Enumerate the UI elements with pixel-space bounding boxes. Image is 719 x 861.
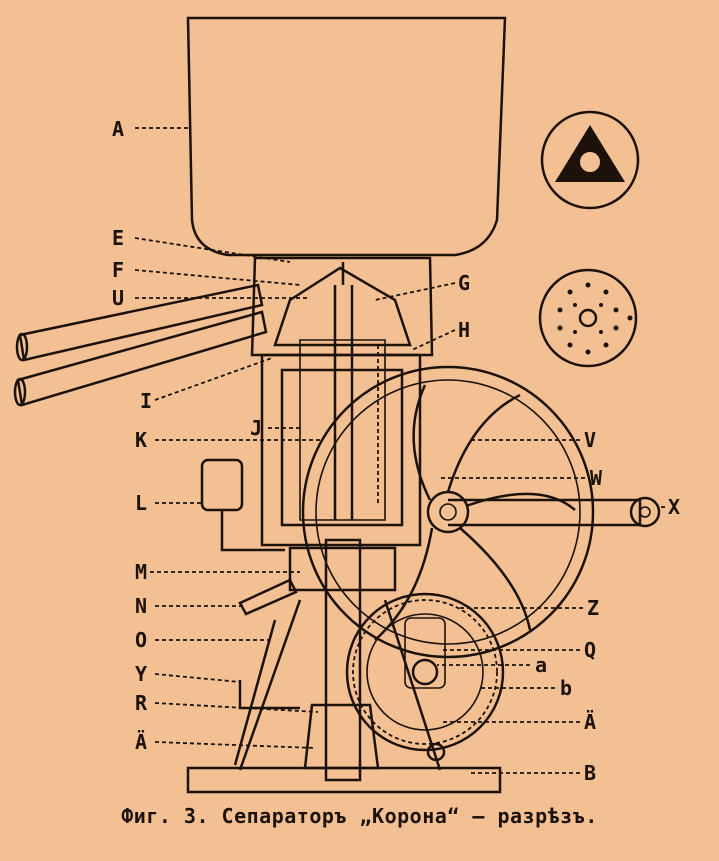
wheel-spoke-1: [446, 393, 521, 493]
label-a: a: [535, 653, 547, 677]
neck-bearing: [288, 546, 397, 592]
perforation-dots: [557, 282, 633, 355]
gear-wheel-teeth: [352, 599, 498, 745]
label-R: R: [135, 691, 148, 715]
oil-pipe: [220, 510, 285, 552]
label-b: b: [560, 676, 572, 700]
gear-slot: [404, 617, 446, 689]
oil-cup: [200, 458, 244, 512]
crank-handle: [629, 496, 661, 528]
label-B: B: [584, 761, 596, 785]
label-A-umlaut-right: Ä: [584, 710, 596, 734]
cream-outlet-pipe: [18, 283, 264, 362]
gear-wheel-outer: [345, 592, 505, 752]
drum-insert: [299, 339, 386, 521]
cream-outlet-end: [15, 332, 29, 362]
drum-inner: [280, 368, 404, 527]
label-K: K: [135, 428, 147, 452]
label-I: I: [140, 389, 152, 413]
lower-bearing: [303, 703, 380, 770]
wheel-spoke-2: [465, 492, 576, 511]
label-V: V: [584, 428, 596, 452]
skim-outlet-pipe: [16, 310, 268, 407]
label-Z: Z: [587, 596, 599, 620]
detail-disc-perforated-hole: [578, 308, 598, 328]
label-E: E: [112, 226, 124, 250]
base-plate: [186, 766, 502, 794]
supply-tank: [186, 16, 507, 257]
label-G: G: [458, 271, 470, 295]
detail-disc-triangle-hole: [578, 150, 602, 174]
label-H: H: [458, 318, 470, 342]
crank-arm: [448, 498, 642, 527]
drain-spout: [238, 578, 298, 616]
detail-disc-perforated: [538, 268, 638, 368]
label-W: W: [590, 466, 603, 490]
upper-housing: [250, 256, 434, 357]
frame-stand: [233, 599, 442, 771]
label-A-umlaut-left: Ä: [135, 730, 147, 754]
figure-caption: Фиг. 3. Сепараторъ „Корона“ — разрѣзъ.: [121, 804, 598, 828]
label-U: U: [112, 286, 124, 310]
label-N: N: [135, 594, 147, 618]
label-Q: Q: [584, 638, 596, 662]
label-J: J: [250, 416, 262, 440]
wheel-spoke-3: [459, 527, 532, 631]
label-O: O: [135, 628, 147, 652]
gear-wheel-inner: [366, 613, 484, 731]
skim-outlet-end: [13, 377, 27, 407]
label-F: F: [112, 258, 124, 282]
label-L: L: [135, 491, 147, 515]
spindle: [324, 538, 362, 782]
gear-foot-bolt: [426, 742, 446, 762]
crank-wheel-inner: [315, 379, 581, 645]
crank-handle-pin: [639, 506, 651, 518]
label-Y: Y: [135, 662, 147, 686]
wheel-spoke-5: [412, 384, 432, 501]
label-A: A: [112, 117, 124, 141]
float-cone: [273, 266, 412, 347]
detail-disc-triangle: [540, 110, 640, 210]
leader-lines: [134, 127, 665, 774]
crank-wheel-rim: [301, 365, 595, 659]
label-M: M: [135, 560, 147, 584]
drum-casing: [260, 353, 422, 547]
label-X: X: [668, 495, 680, 519]
crank-wheel-axle: [439, 503, 457, 521]
gear-wheel-hub: [411, 658, 439, 686]
